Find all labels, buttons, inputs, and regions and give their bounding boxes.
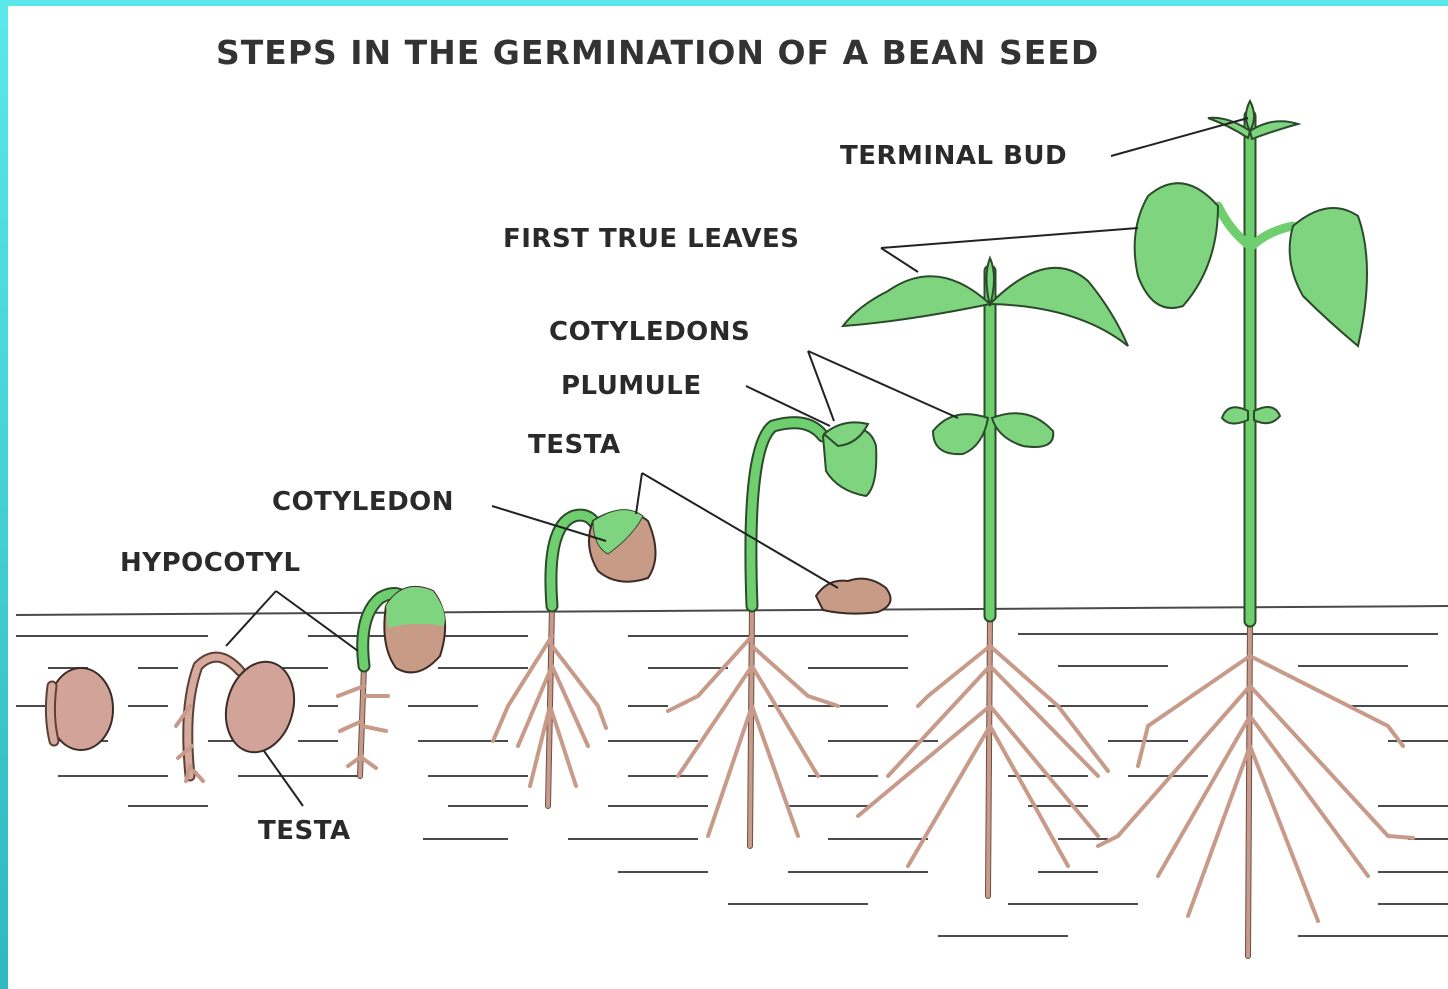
stage-1-seed [49,668,113,750]
diagram-title: STEPS IN THE GERMINATION OF A BEAN SEED [216,33,1099,72]
label-cotyledons: COTYLEDONS [549,317,750,347]
stage-7-mature-seedling [1098,101,1413,956]
stage-5-plumule-emerging [668,422,891,846]
label-testa-upper: TESTA [528,430,621,460]
label-testa-lower: TESTA [258,816,351,846]
label-hypocotyl: HYPOCOTYL [120,548,301,578]
stage-2-hypocotyl-emerging [176,654,304,781]
true-leaf-right [990,268,1128,346]
discarded-testa [816,579,891,614]
label-plumule: PLUMULE [561,371,702,401]
cotyledon-right [992,413,1053,447]
stage-4-cotyledon-rising [493,510,656,806]
seed [216,654,304,760]
stage-3-roots-forming [338,587,445,776]
label-cotyledon: COTYLEDON [272,487,454,517]
diagram-frame: STEPS IN THE GERMINATION OF A BEAN SEED [8,6,1448,989]
cotyledon-right [1254,407,1280,423]
label-first-true-leaves: FIRST TRUE LEAVES [503,224,799,254]
cotyledon-left [1222,407,1248,423]
true-leaf-right [1290,208,1367,346]
cotyledon-left [933,414,988,454]
true-leaf-left [1135,183,1218,308]
terminal-bud [1246,101,1254,131]
true-leaf-left [843,276,990,326]
stage-6-first-true-leaves [843,258,1128,896]
germination-diagram: STEPS IN THE GERMINATION OF A BEAN SEED [8,6,1448,989]
label-terminal-bud: TERMINAL BUD [840,141,1067,171]
leader-lines [226,118,1248,806]
